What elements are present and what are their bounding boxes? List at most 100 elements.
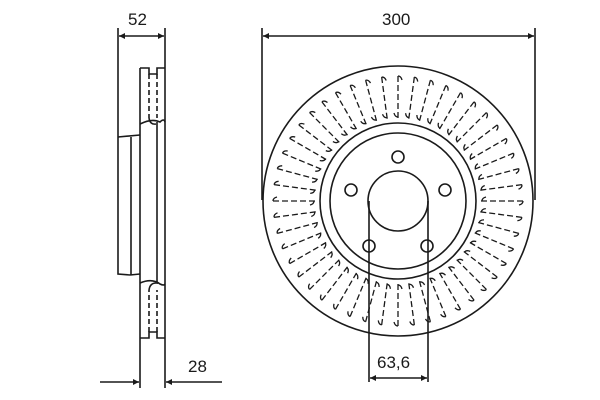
vane-hook — [332, 141, 340, 144]
dimension-label-52: 52 — [128, 10, 147, 29]
bolt-hole — [438, 183, 452, 197]
vane-hook — [456, 258, 464, 261]
side-profile-view — [100, 28, 222, 388]
vane-hook — [298, 122, 305, 126]
vane-hook — [448, 266, 456, 269]
vane-hook — [500, 263, 507, 266]
bolt-hole — [391, 150, 405, 164]
vane — [320, 99, 349, 136]
vane-hook — [393, 321, 399, 327]
bolt-hole — [344, 183, 358, 197]
vane — [474, 232, 516, 251]
vane-hook — [273, 180, 279, 185]
vane — [320, 266, 349, 303]
vane-hook — [464, 250, 471, 253]
vane-hook — [310, 189, 316, 195]
vane — [280, 151, 322, 170]
vane-hook — [330, 251, 333, 259]
vane-hook — [495, 124, 499, 131]
vane-hook — [321, 100, 328, 104]
vane — [456, 259, 489, 292]
vane-hook — [311, 179, 318, 183]
vane — [296, 123, 333, 152]
vane — [280, 232, 322, 251]
vane-hook — [470, 240, 477, 244]
vane — [438, 272, 463, 312]
dimension-label-28: 28 — [188, 357, 207, 376]
vane-hook — [430, 79, 434, 86]
vane — [447, 266, 476, 303]
vane — [418, 78, 432, 121]
vane-hook — [381, 76, 387, 81]
vane-hook — [473, 101, 477, 108]
vane — [429, 83, 448, 125]
vane-hook — [478, 219, 485, 223]
center-bore — [367, 170, 429, 232]
vane-hook — [346, 267, 349, 274]
vane-hook — [440, 313, 447, 318]
vane-hook — [474, 230, 481, 234]
vane — [348, 277, 367, 319]
ventilation-vanes — [271, 74, 525, 328]
vane-hook — [347, 311, 351, 318]
hub-outline — [117, 136, 131, 276]
vane — [380, 283, 388, 327]
vane-hook — [335, 91, 342, 95]
friction-ring-inner-edge — [319, 122, 477, 280]
vane-hook — [463, 143, 466, 151]
vane-hook — [480, 207, 486, 213]
vane-hook — [340, 133, 348, 136]
vane — [275, 167, 318, 181]
vane-hook — [365, 277, 369, 284]
vane-hook — [376, 281, 380, 288]
vane-hook — [480, 184, 485, 191]
vane-hook — [397, 284, 403, 290]
vane-hook — [297, 271, 301, 278]
vane-hook — [386, 283, 392, 289]
front-view — [261, 28, 536, 382]
vane-hook — [317, 232, 322, 239]
vane-hook — [393, 112, 399, 118]
vane-hook — [315, 168, 322, 172]
vane — [333, 90, 358, 130]
vane — [287, 136, 327, 161]
vane-hook — [510, 152, 515, 159]
vane — [307, 259, 340, 292]
vane-hook — [460, 92, 463, 99]
bolt-hole — [420, 239, 434, 253]
vane-hook — [309, 110, 316, 114]
vane-hook — [349, 84, 356, 89]
vane-hook — [397, 75, 403, 81]
vane-hook — [416, 114, 420, 121]
vane-hook — [273, 212, 278, 218]
vane — [429, 277, 448, 319]
vane-hook — [338, 259, 341, 267]
vane-hook — [381, 114, 388, 119]
vane-hook — [481, 196, 487, 202]
vane — [272, 211, 316, 219]
bolt-holes — [344, 150, 452, 253]
vane — [480, 183, 524, 191]
vane — [275, 221, 318, 235]
vane-hook — [360, 120, 367, 125]
vane-hook — [311, 211, 316, 218]
vane-hook — [439, 272, 446, 276]
vane-hook — [468, 298, 475, 302]
vane-hook — [480, 288, 487, 292]
vane — [272, 183, 316, 191]
vane-hook — [276, 227, 281, 234]
vane-hook — [445, 84, 449, 91]
vane-hook — [518, 184, 523, 190]
vane-hook — [517, 217, 523, 222]
vane-hook — [454, 307, 461, 311]
vane — [480, 211, 524, 219]
vane — [456, 110, 489, 143]
vane-hook — [313, 222, 318, 229]
vane-hook — [409, 321, 415, 326]
vane-hook — [350, 126, 357, 130]
vane — [469, 241, 509, 266]
vane-hook — [370, 116, 377, 121]
vane-hook — [508, 248, 515, 252]
vane-hook — [478, 173, 483, 180]
